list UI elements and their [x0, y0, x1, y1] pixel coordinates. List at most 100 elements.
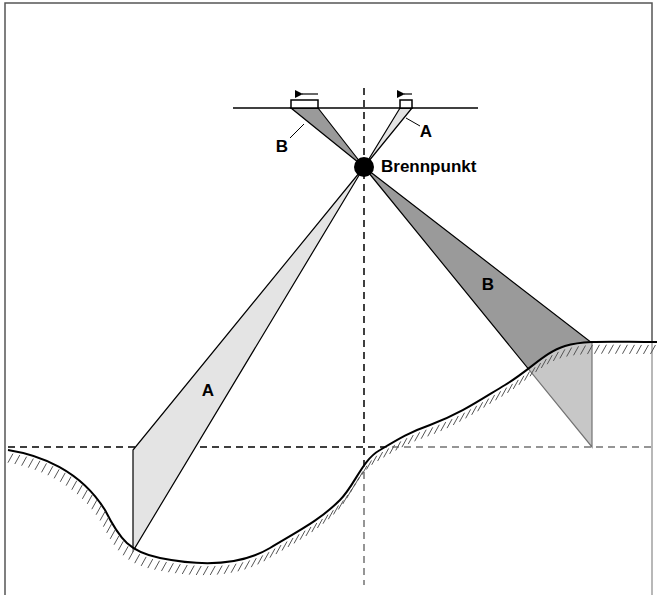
- hatch-stroke: [189, 566, 194, 575]
- motion-arrow: [404, 93, 412, 94]
- hatch-stroke: [367, 460, 372, 469]
- hatch-stroke: [110, 530, 115, 539]
- hatch-stroke: [402, 438, 407, 447]
- hatch-stroke: [536, 363, 541, 372]
- hatch-stroke: [245, 560, 250, 569]
- hatch-stroke: [155, 561, 160, 570]
- hatch-stroke: [123, 546, 128, 555]
- hatch-stroke: [396, 441, 401, 450]
- hatch-stroke: [580, 346, 585, 355]
- hatch-stroke: [594, 345, 599, 354]
- hatch-stroke: [434, 425, 439, 434]
- hatch-stroke: [415, 432, 420, 441]
- hatch-stroke: [238, 562, 243, 571]
- hatch-stroke: [541, 359, 546, 368]
- ground-veil: [8, 342, 657, 595]
- beam-a: [133, 167, 364, 551]
- hatch-stroke: [650, 345, 655, 354]
- hatch-stroke: [182, 565, 187, 574]
- hatch-stroke: [96, 506, 101, 515]
- hatch-stroke: [72, 481, 77, 490]
- hatch-stroke: [8, 454, 13, 463]
- hatch-stroke: [66, 477, 71, 486]
- hatch-stroke: [328, 510, 333, 519]
- hatch-stroke: [210, 566, 215, 575]
- hatch-stroke: [390, 445, 395, 454]
- hatch-stroke: [300, 531, 305, 540]
- hatch-stroke: [453, 416, 458, 425]
- hatch-stroke: [270, 549, 275, 558]
- hatch-stroke: [15, 455, 20, 464]
- hatch-stroke: [636, 345, 641, 354]
- hatch-stroke: [42, 463, 47, 472]
- hatch-stroke: [282, 542, 287, 551]
- hatch-stroke: [421, 430, 426, 439]
- hatch-stroke: [513, 380, 518, 389]
- hatch-stroke: [384, 448, 389, 457]
- terrain-hatching: [8, 345, 656, 575]
- beam-label: A: [202, 382, 214, 399]
- hatch-stroke: [161, 562, 166, 571]
- hatch-stroke: [358, 471, 363, 480]
- hatch-stroke: [135, 554, 140, 563]
- focal-point: [354, 157, 374, 177]
- hatch-stroke: [28, 459, 33, 468]
- hatch-stroke: [48, 466, 53, 475]
- hatch-stroke: [264, 552, 269, 561]
- hatch-stroke: [22, 457, 27, 466]
- hatch-stroke: [114, 536, 119, 545]
- hatch-stroke: [196, 566, 201, 575]
- hatch-stroke: [224, 565, 229, 574]
- hatch-stroke: [484, 399, 489, 408]
- hatch-stroke: [530, 367, 535, 376]
- hatch-stroke: [217, 566, 222, 575]
- hatch-stroke: [622, 345, 627, 354]
- hatch-stroke: [343, 495, 348, 504]
- hatch-stroke: [54, 469, 59, 478]
- hatch-stroke: [608, 345, 613, 354]
- hatch-stroke: [306, 527, 311, 536]
- hatch-stroke: [288, 538, 293, 547]
- film-frame-b: [291, 100, 318, 108]
- hatch-stroke: [231, 564, 236, 573]
- hatch-stroke: [129, 551, 134, 560]
- hatch-stroke: [92, 500, 97, 509]
- hatch-stroke: [251, 558, 256, 567]
- hatch-stroke: [408, 435, 413, 444]
- hatch-stroke: [148, 559, 153, 568]
- hatch-stroke: [615, 345, 620, 354]
- hatch-stroke: [496, 391, 501, 400]
- callout-letter: A: [420, 123, 432, 140]
- callout-letter: B: [276, 138, 288, 155]
- hatch-stroke: [441, 422, 446, 431]
- motion-arrow: [302, 93, 318, 94]
- leader-line: [290, 124, 304, 138]
- hatch-stroke: [60, 473, 65, 482]
- hatch-stroke: [175, 564, 180, 573]
- hatch-stroke: [525, 372, 530, 381]
- hatch-stroke: [141, 557, 146, 566]
- hatch-stroke: [118, 541, 123, 550]
- hatch-stroke: [428, 427, 433, 436]
- hatch-stroke: [460, 413, 465, 422]
- hatch-stroke: [447, 419, 452, 428]
- hatch-stroke: [276, 545, 281, 554]
- hatch-stroke: [378, 452, 383, 461]
- hatch-stroke: [519, 376, 524, 385]
- film-frame-a: [400, 100, 412, 108]
- hatch-stroke: [82, 490, 87, 499]
- film-plane: [233, 107, 478, 109]
- hatch-stroke: [258, 555, 263, 564]
- leader-line: [406, 118, 420, 126]
- hatch-stroke: [35, 461, 40, 470]
- beam-label: B: [482, 276, 494, 293]
- hatch-stroke: [466, 409, 471, 418]
- hatch-stroke: [574, 346, 579, 355]
- hatch-stroke: [312, 523, 317, 532]
- hatch-stroke: [323, 515, 328, 524]
- film-beam-b: [291, 108, 364, 167]
- hatch-stroke: [372, 456, 377, 465]
- hatch-stroke: [107, 524, 112, 533]
